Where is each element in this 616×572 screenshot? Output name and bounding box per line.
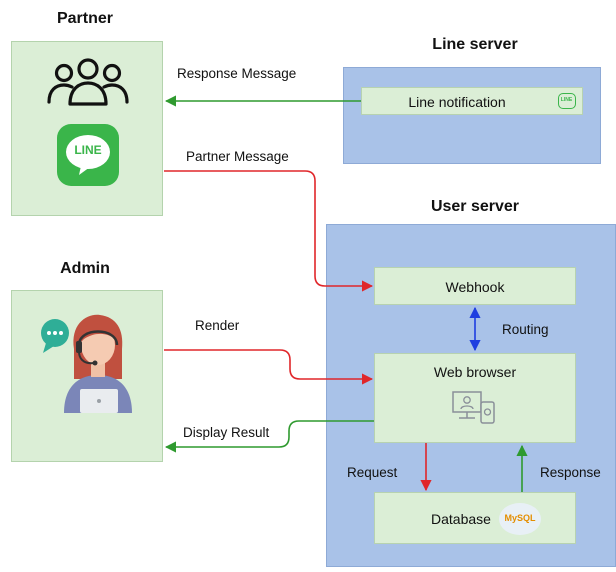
admin-box xyxy=(11,290,163,462)
database-label: Database xyxy=(431,511,491,527)
routing-label: Routing xyxy=(502,322,549,337)
render-label: Render xyxy=(195,318,240,333)
web-browser-icon xyxy=(452,391,495,424)
display-result-label: Display Result xyxy=(183,425,270,440)
partner-box: LINE xyxy=(11,41,163,216)
line-logo-text: LINE xyxy=(74,143,102,157)
webhook-node: Webhook xyxy=(374,267,576,305)
line-notification-label: Line notification xyxy=(408,94,506,110)
admin-title: Admin xyxy=(60,260,110,277)
webhook-label: Webhook xyxy=(445,279,505,295)
user-server-title: User server xyxy=(430,198,520,215)
line-server-panel xyxy=(343,67,601,164)
response-message-label: Response Message xyxy=(177,66,297,81)
request-label: Request xyxy=(347,465,398,480)
database-node: Database MySQL xyxy=(374,492,576,544)
line-app-icon: LINE xyxy=(57,124,119,186)
partner-title: Partner xyxy=(56,10,114,27)
mysql-logo-icon: MySQL xyxy=(499,503,541,535)
web-browser-node: Web browser xyxy=(374,353,576,443)
line-badge-text: LINE xyxy=(560,97,573,103)
web-browser-label: Web browser xyxy=(433,364,517,380)
line-notification-node: Line notification LINE xyxy=(361,87,583,115)
support-agent-icon xyxy=(41,314,132,413)
mysql-logo-text: MySQL xyxy=(504,513,536,523)
line-badge-icon: LINE xyxy=(558,93,576,109)
partner-message-label: Partner Message xyxy=(186,149,289,164)
line-server-title: Line server xyxy=(432,36,518,53)
users-group-icon xyxy=(47,58,129,106)
response-label: Response xyxy=(540,465,601,480)
